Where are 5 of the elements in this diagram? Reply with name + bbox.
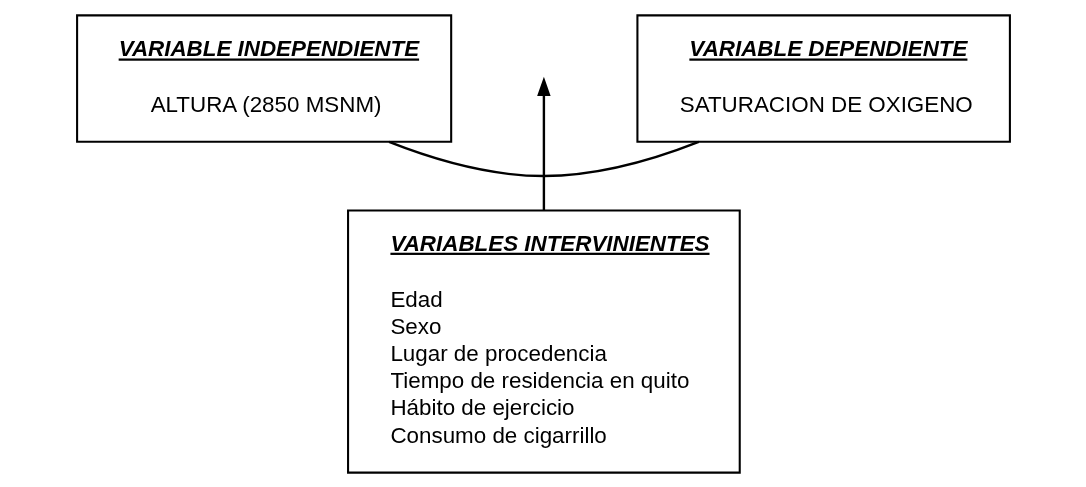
connector (388, 140, 699, 177)
node-box: VARIABLE DEPENDIENTE SATURACION DE OXIGENO (635, 13, 1011, 143)
node-box: VARIABLES INTERVINIENTES Edad Sexo Lugar de procedencia Tiempo de residencia en quito Hábito de ejercicio Consumo de cigarrillo (346, 208, 741, 474)
arrow (536, 76, 551, 210)
node-box: VARIABLE INDEPENDIENTE ALTURA (2850 MSNM) (75, 13, 452, 143)
